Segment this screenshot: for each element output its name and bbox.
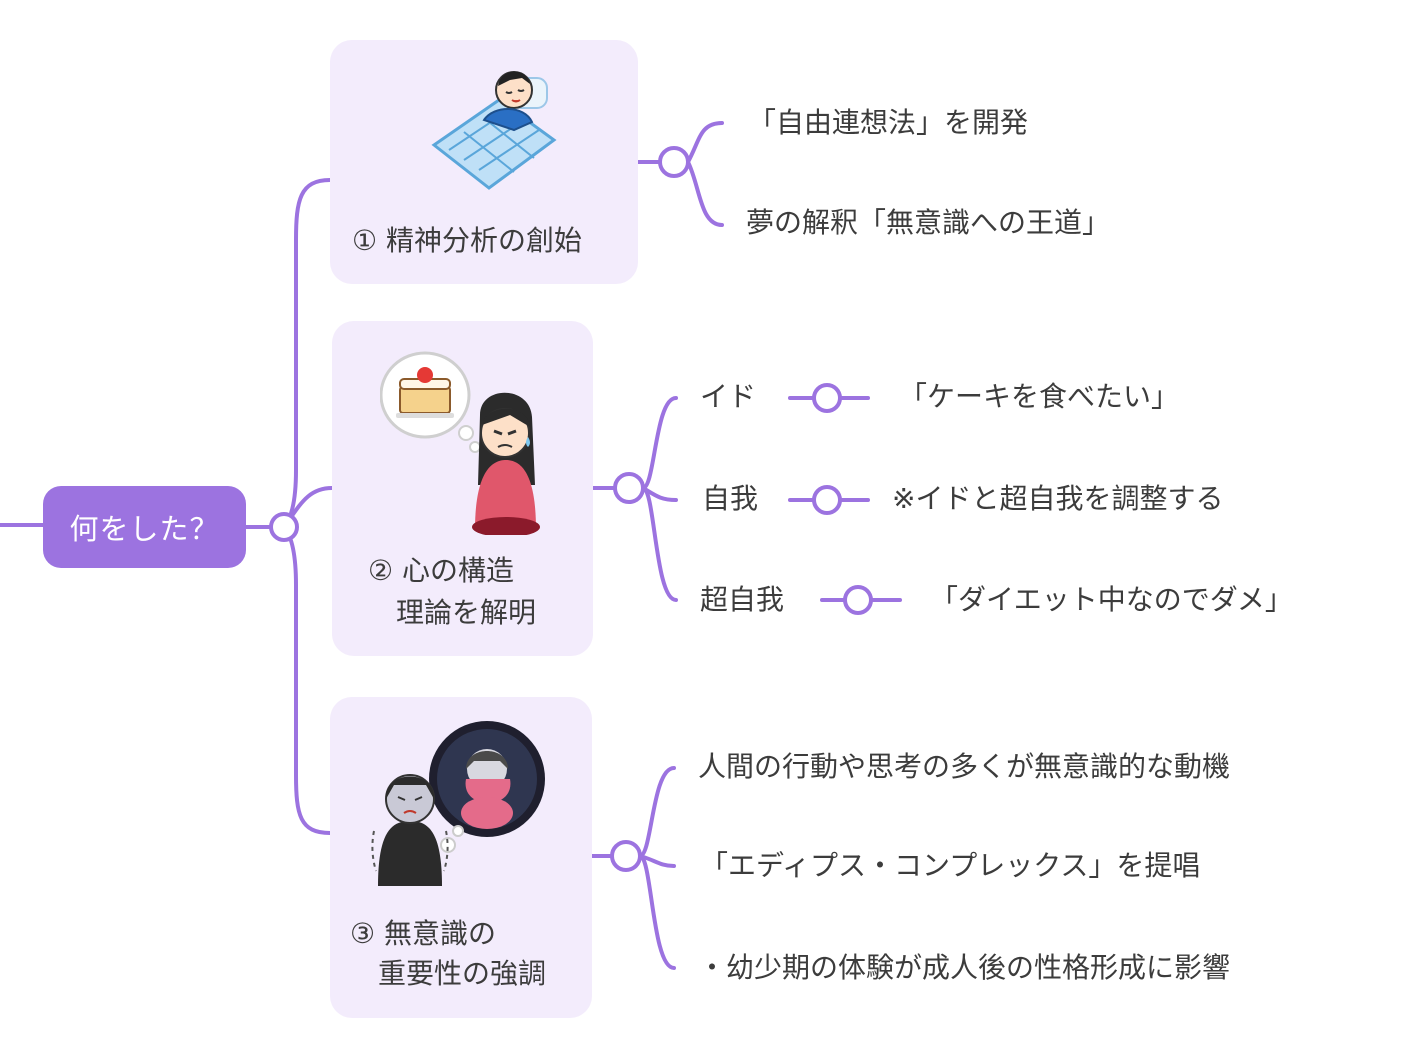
leaf-term-ego[interactable]: 自我 [702, 482, 759, 515]
leaf-detail-id[interactable]: 「ケーキを食べたい」 [899, 380, 1180, 413]
leaf-detail-superego[interactable]: 「ダイエット中なのでダメ」 [930, 583, 1293, 616]
woman-craving-cake-icon [380, 351, 540, 535]
leaf-oedipus-complex[interactable]: 「エディプス・コンプレックス」を提唱 [700, 849, 1201, 882]
anxious-woman-icon [371, 721, 545, 886]
root-topic-label: 何をした？ [69, 512, 220, 546]
node-superego [843, 585, 873, 615]
hub-node-branch1 [658, 146, 690, 178]
branch-label-3-line1: ③ 無意識の [350, 917, 497, 950]
branch-card-1[interactable]: ① 精神分析の創始 [330, 40, 638, 284]
leaf-dream-interpretation[interactable]: 夢の解釈「無意識への王道」 [746, 206, 1111, 239]
branch-card-2[interactable]: ② 心の構造 理論を解明 [332, 321, 593, 656]
leaf-childhood-influence[interactable]: ・幼少期の体験が成人後の性格形成に影響 [698, 951, 1231, 984]
hub-node-branch3 [610, 840, 642, 872]
hub-node-branch2 [613, 472, 645, 504]
root-topic[interactable]: 何をした？ [43, 486, 246, 568]
hub-node-root [269, 512, 299, 542]
branch-label-3-line2: 重要性の強調 [378, 957, 547, 990]
node-ego [812, 485, 842, 515]
branch-card-3[interactable]: ③ 無意識の 重要性の強調 [330, 697, 592, 1018]
branch-label-1: ① 精神分析の創始 [352, 224, 583, 257]
sleeping-person-icon [431, 71, 557, 190]
leaf-unconscious-motive[interactable]: 人間の行動や思考の多くが無意識的な動機 [698, 750, 1231, 783]
leaf-free-association[interactable]: 「自由連想法」を開発 [748, 106, 1029, 139]
branch-label-2-line2: 理論を解明 [396, 596, 537, 629]
leaf-term-superego[interactable]: 超自我 [700, 583, 785, 616]
leaf-term-id[interactable]: イド [700, 380, 757, 413]
branch-label-2-line1: ② 心の構造 [368, 554, 515, 587]
leaf-detail-ego[interactable]: ※イドと超自我を調整する [892, 482, 1224, 515]
node-id [812, 383, 842, 413]
